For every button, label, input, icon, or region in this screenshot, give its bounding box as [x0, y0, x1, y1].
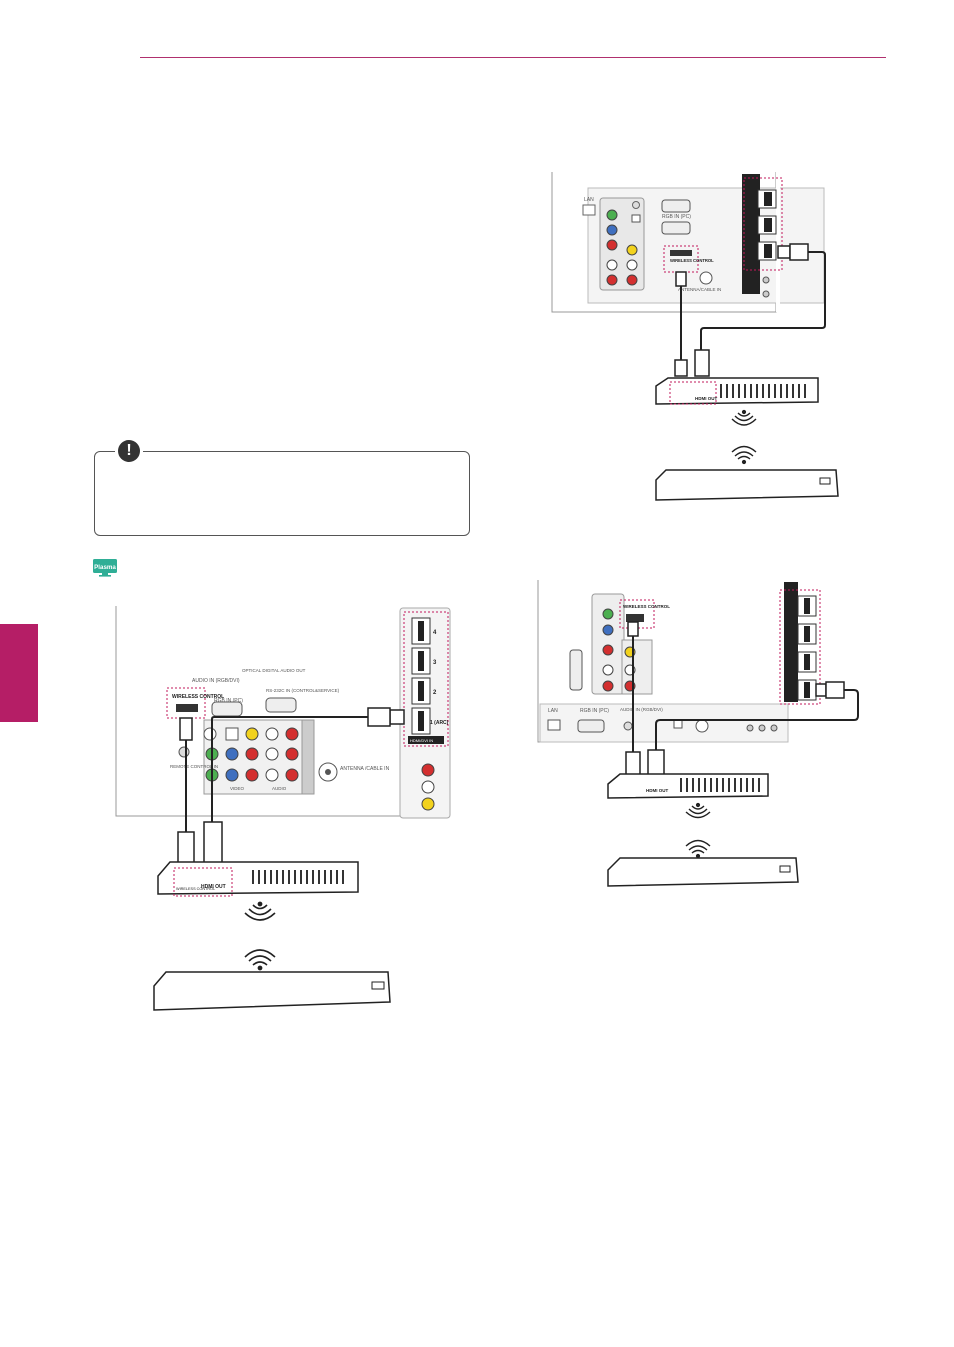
exclamation-icon: !	[118, 440, 140, 462]
rs232c-label: RS-232C IN (CONTROL&SERVICE)	[266, 688, 340, 693]
wireless-control-label: WIRELESS CONTROL	[172, 694, 224, 700]
hdmi-strip	[742, 174, 760, 294]
chapter-side-tab	[0, 624, 38, 722]
audio-in-label: AUDIO IN (RGB/DVI)	[620, 707, 663, 712]
antenna-label: ANTENNA /CABLE IN	[340, 766, 390, 772]
hdmi-port-3: 3	[433, 660, 437, 666]
diagram-bottom-right: WIRELESS CONTROL LAN RGB IN (PC) AUDIO I…	[537, 580, 859, 887]
hdmi-out-label: HDMI OUT	[201, 884, 226, 890]
remote-control-in-label: REMOTE CONTROL IN	[170, 764, 218, 769]
wireless-receiver-box	[153, 971, 391, 1011]
hdmi-out-label: HDMI OUT	[646, 788, 668, 793]
hdmi-out-label: HDMI OUT	[695, 396, 717, 401]
lan-port	[582, 204, 596, 216]
diagram-top-right: LAN RGB IN (PC) WIRELESS CONTROL ANTENNA…	[551, 172, 839, 501]
lan-label: LAN	[584, 197, 594, 203]
note-icon: !	[115, 440, 143, 466]
hdmi-label: HDMI/DVI IN	[410, 738, 433, 743]
note-box	[94, 451, 470, 536]
rgb-in-label: RGB IN (PC)	[662, 214, 691, 220]
rgb-in-label: RGB IN (PC)	[580, 708, 609, 714]
wireless-signal-icon	[685, 802, 711, 819]
plasma-tv-icon: Plasma	[93, 559, 117, 577]
hdmi-port-2: 2	[433, 690, 437, 696]
video-label: VIDEO	[230, 786, 245, 791]
diagram-left: AUDIO IN (RGB/DVI) RGB IN (PC) OPTICAL D…	[115, 606, 451, 1011]
wireless-receive-icon	[731, 445, 757, 465]
audio-in-label: AUDIO IN (RGB/DVI)	[192, 678, 240, 684]
hdmi-port-1: 1 (ARC)	[430, 720, 449, 726]
wireless-signal-icon	[731, 409, 757, 426]
wireless-media-box	[655, 377, 819, 405]
header-rule	[140, 57, 886, 58]
wireless-receiver-box	[607, 857, 799, 887]
wireless-control-label: WIRELESS CONTROL	[670, 258, 714, 263]
device-wireless-label: WIRELESS CONTROL	[176, 887, 215, 891]
wireless-receiver-box	[655, 469, 839, 501]
wireless-receive-icon	[685, 839, 711, 859]
hdmi-highlight	[403, 611, 449, 747]
audio-label: AUDIO	[272, 786, 287, 791]
plasma-label: Plasma	[94, 564, 116, 571]
wireless-control-label: WIRELESS CONTROL	[623, 604, 670, 609]
rgb-in-label: RGB IN (PC)	[214, 698, 243, 704]
hdmi-port-4: 4	[433, 630, 437, 636]
lan-label: LAN	[548, 708, 558, 714]
antenna-label: ANTENNA/CABLE IN	[678, 287, 721, 292]
optical-label: OPTICAL DIGITAL AUDIO OUT	[242, 668, 306, 673]
wireless-signal-icon	[244, 901, 276, 921]
wireless-receive-icon	[244, 949, 276, 971]
